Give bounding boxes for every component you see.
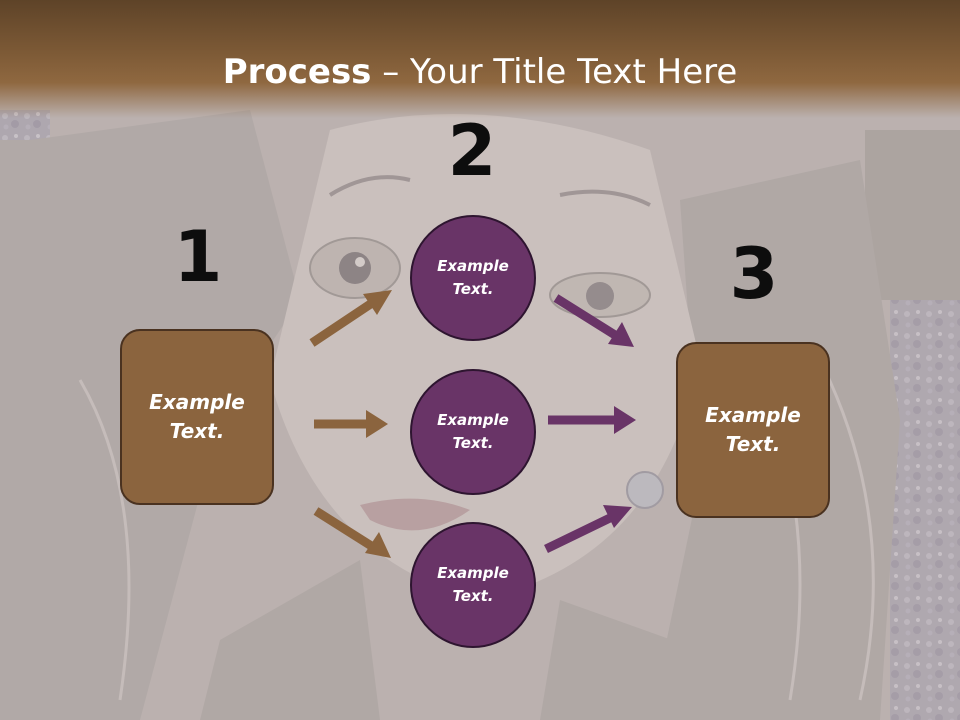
process-box-left-text: Example Text. [149, 390, 245, 443]
arrow-from-circle-middle [548, 406, 636, 434]
step-number-1: 1 [173, 216, 223, 298]
step-number-2: 2 [447, 110, 497, 192]
process-circle-top[interactable]: Example Text. [410, 215, 536, 341]
process-circle-middle-text: Example Text. [437, 411, 509, 452]
process-box-left[interactable]: Example Text. [120, 329, 274, 505]
arrow-to-circle-top [309, 290, 392, 347]
title-bold-part: Process [222, 52, 372, 92]
step-number-3: 3 [729, 233, 779, 315]
process-circle-bottom-text: Example Text. [437, 564, 509, 605]
process-circle-bottom[interactable]: Example Text. [410, 522, 536, 648]
process-box-right-text: Example Text. [705, 403, 801, 456]
process-box-right[interactable]: Example Text. [676, 342, 830, 518]
arrow-from-circle-bottom [544, 505, 632, 554]
arrow-from-circle-top [553, 294, 634, 347]
process-circle-middle[interactable]: Example Text. [410, 369, 536, 495]
title-bar [0, 0, 960, 118]
process-circle-top-text: Example Text. [437, 257, 509, 298]
arrow-to-circle-bottom [313, 507, 391, 558]
title-rest-part: – Your Title Text Here [371, 52, 738, 92]
slide-title: Process – Your Title Text Here [0, 52, 960, 92]
arrow-to-circle-middle [314, 410, 388, 438]
